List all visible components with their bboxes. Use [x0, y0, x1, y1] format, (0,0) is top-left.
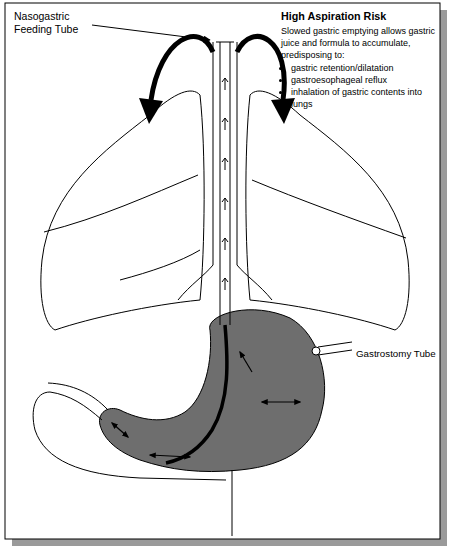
note-text: Slowed gastric emptying allows gastric j… [281, 25, 439, 61]
airway [178, 42, 272, 300]
bullet-text: inhalation of gastric contents into lung… [291, 86, 439, 110]
small-intestine [232, 470, 233, 536]
lung-fissure [44, 175, 198, 232]
gastrostomy-tube [312, 342, 352, 355]
duodenum [48, 383, 108, 410]
feeding-tube [166, 42, 234, 463]
lung-fissure [252, 180, 406, 238]
arrowhead [139, 98, 163, 124]
label-holder: gastric retention/dilatation [291, 62, 439, 74]
tube-wall [230, 42, 231, 325]
leader-arrow [84, 24, 210, 40]
intestine [33, 383, 232, 536]
stoma [312, 347, 320, 355]
bullet-text: gastric retention/dilatation [291, 62, 439, 74]
label-holder: Slowed gastric emptying allows gastric j… [281, 25, 439, 61]
trachea-wall [237, 42, 272, 300]
frame [5, 3, 440, 539]
left-lung [41, 91, 204, 330]
diagram-title: High Aspiration Risk [281, 9, 439, 23]
right-lung [246, 91, 409, 330]
double-arrow [112, 423, 128, 437]
duodenum [33, 392, 226, 480]
label-holder: Nasogastric Feeding Tube [14, 10, 92, 37]
label-holder: inhalation of gastric contents into lung… [291, 86, 439, 110]
lung-fissure [120, 250, 200, 280]
reflux-arrows [222, 78, 228, 290]
title-holder: High Aspiration Risk [281, 9, 439, 23]
tube-end [216, 42, 234, 43]
aspiration-arrow [237, 36, 284, 100]
double-arrow [150, 455, 190, 457]
stomach [100, 310, 325, 472]
part-label: Gastrostomy Tube [356, 348, 436, 360]
tube-wall [318, 342, 352, 355]
trachea-wall [178, 42, 213, 300]
tube-wall [220, 42, 221, 325]
label-holder: gastroesophageal reflux [291, 74, 439, 86]
gas-arrow [240, 352, 252, 372]
label-holder: Gastrostomy Tube [356, 343, 438, 361]
tube-tip [166, 325, 227, 463]
aspiration-arrow [151, 36, 213, 100]
bullet-text: gastroesophageal reflux [291, 74, 439, 86]
motion-arrows [112, 352, 300, 457]
aspiration-arrows [139, 36, 295, 124]
double-arrow [262, 401, 300, 402]
part-label: Nasogastric Feeding Tube [14, 10, 92, 36]
